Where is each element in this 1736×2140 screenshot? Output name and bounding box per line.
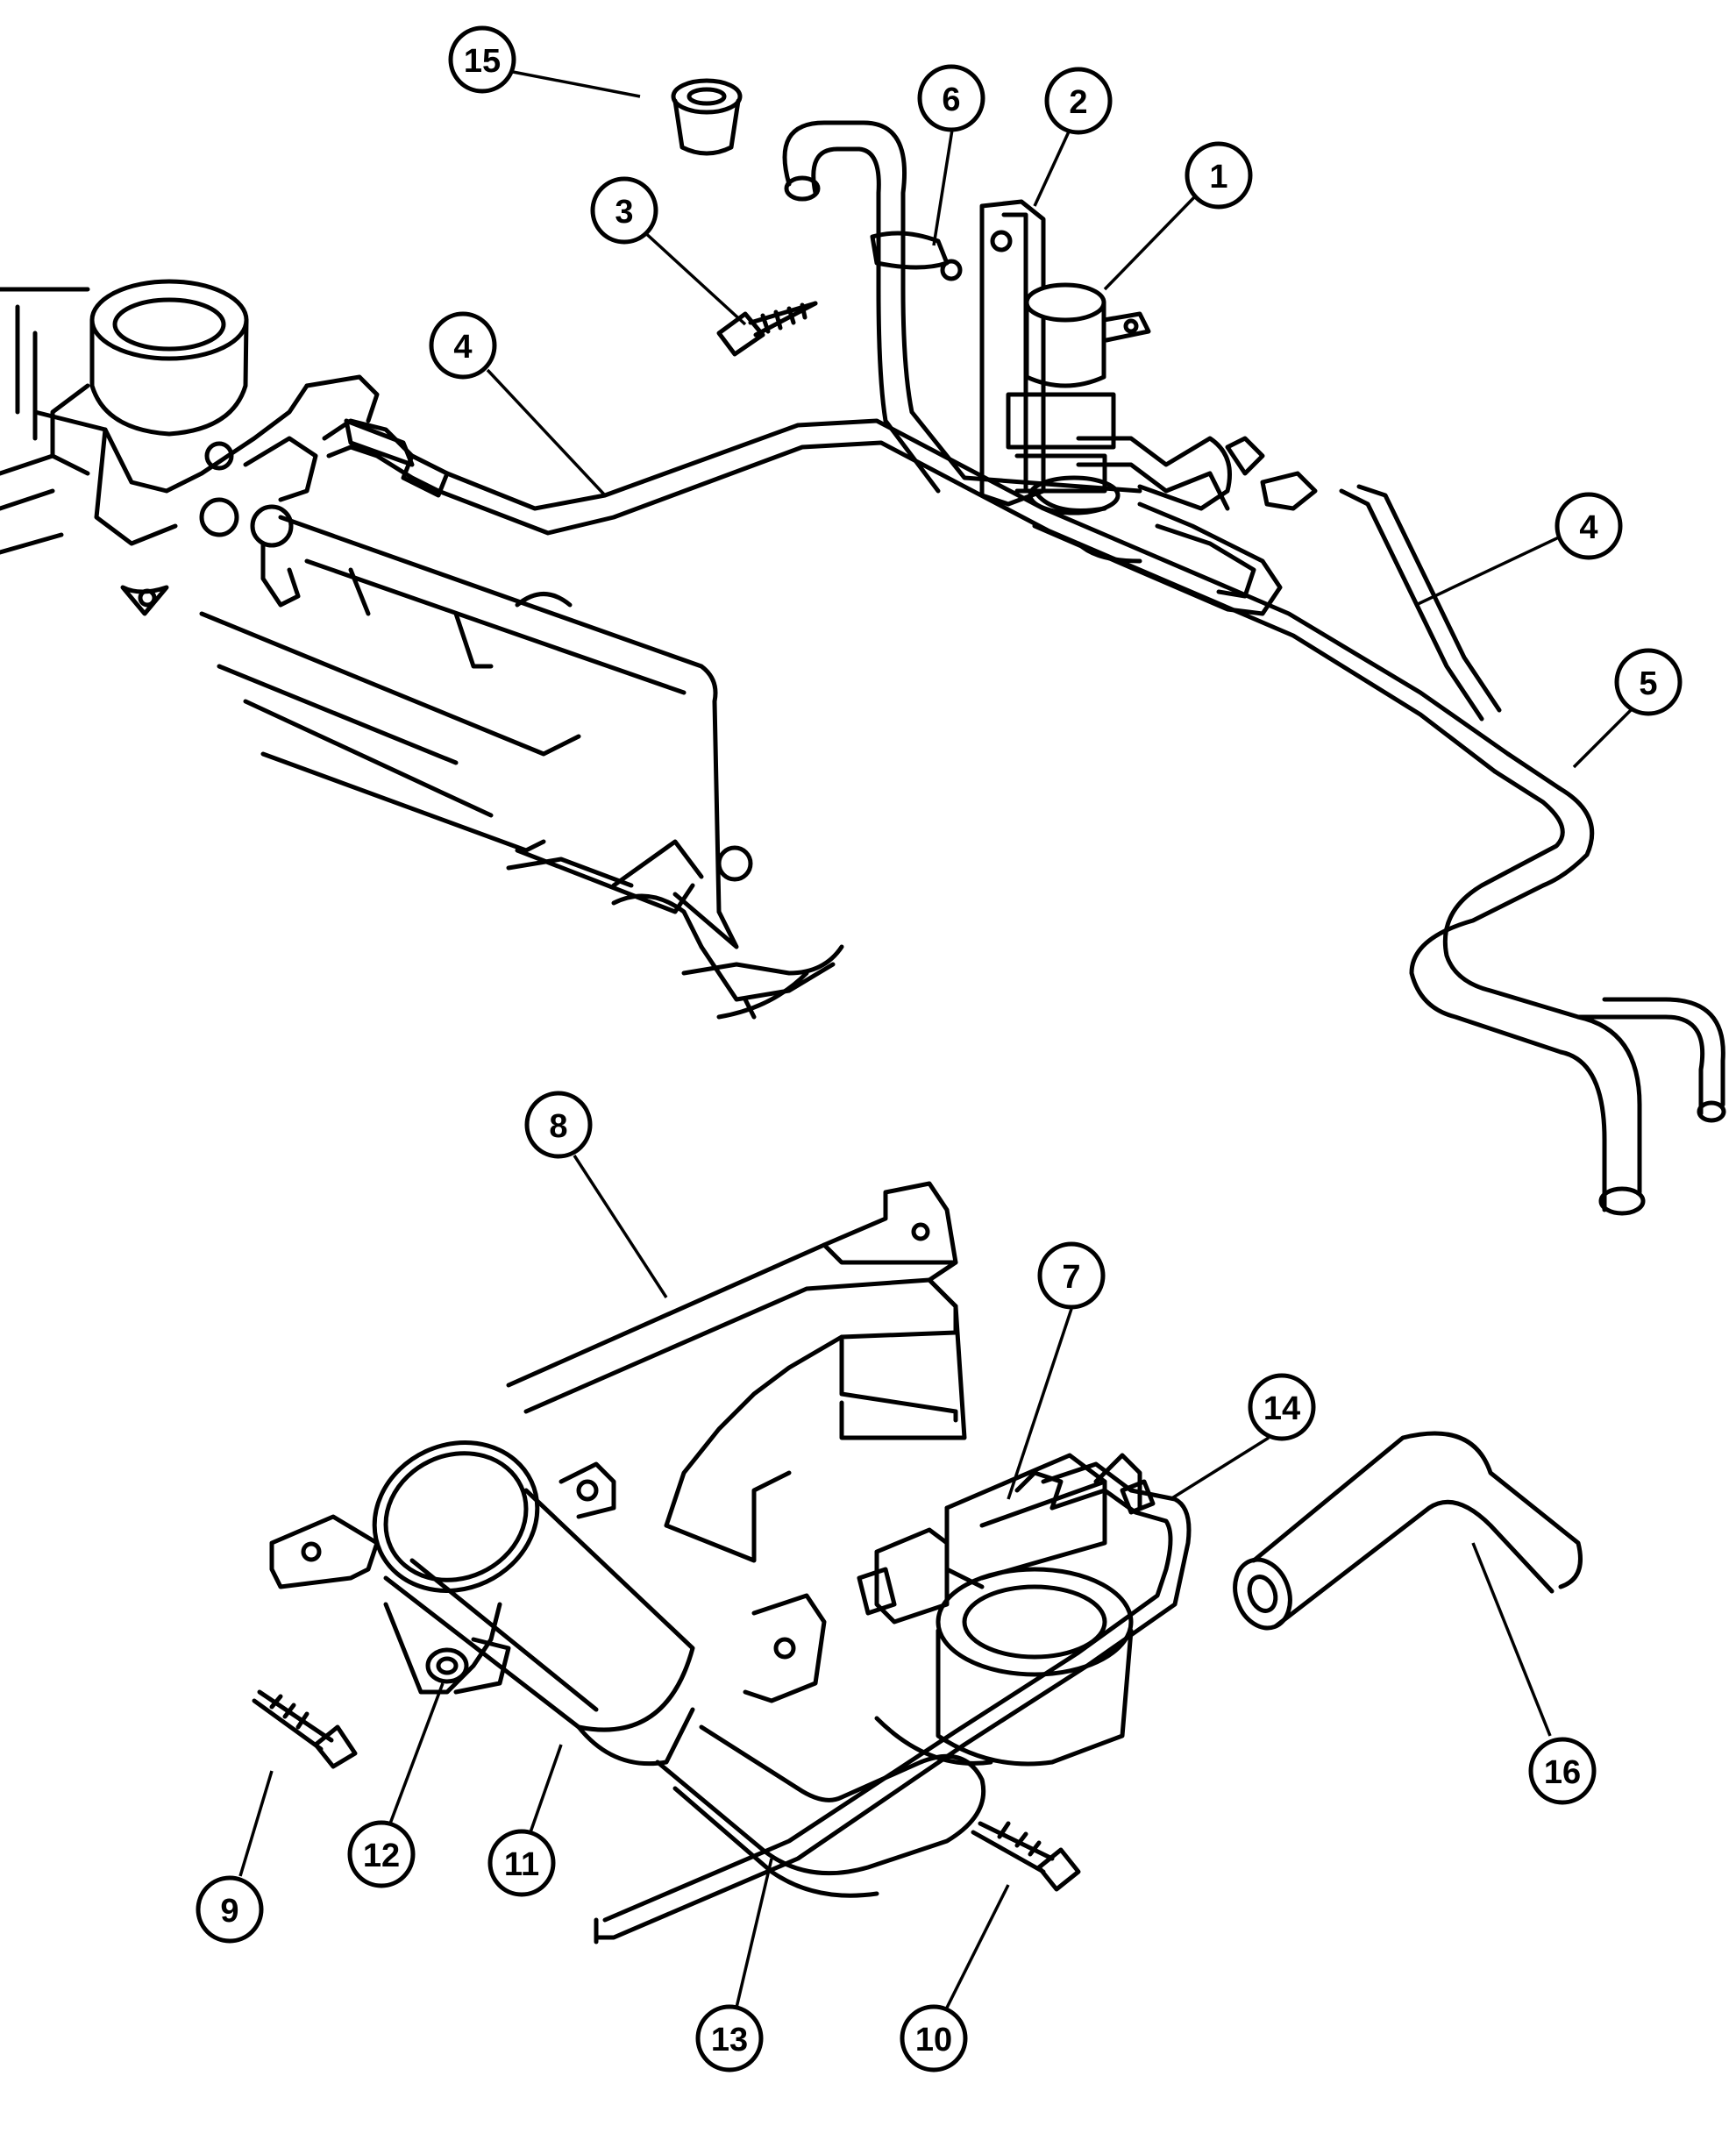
callout-5-label: 5 [1639, 665, 1657, 702]
callout-9: 9 [196, 1875, 264, 1944]
callout-15: 15 [448, 25, 516, 94]
callout-11: 11 [487, 1829, 556, 1897]
callout-11-label: 11 [504, 1846, 539, 1883]
screw-3 [716, 301, 818, 357]
mount-12 [383, 1602, 511, 1695]
bracket-8 [506, 1181, 967, 1563]
callout-8-label: 8 [549, 1108, 567, 1145]
callout-7-label: 7 [1062, 1259, 1080, 1296]
callout-2: 2 [1044, 67, 1113, 135]
callout-13: 13 [695, 2004, 764, 2072]
callout-9-label: 9 [220, 1893, 238, 1930]
callout-8: 8 [524, 1091, 593, 1159]
callout-1-label: 1 [1209, 159, 1227, 196]
callout-6: 6 [917, 64, 985, 132]
grommet-15 [671, 78, 743, 156]
vacuum-line-14 [594, 1461, 1192, 1944]
callout-4a-label: 4 [453, 329, 472, 366]
callout-12: 12 [347, 1820, 416, 1888]
callout-13-label: 13 [711, 2022, 748, 2058]
callout-16-label: 16 [1544, 1754, 1581, 1791]
callout-2-label: 2 [1069, 84, 1087, 121]
canister-11 [372, 1440, 695, 1767]
callout-4b-label: 4 [1579, 509, 1597, 546]
throttle-body [0, 279, 380, 616]
callout-5: 5 [1614, 648, 1683, 716]
intake-manifold [199, 515, 844, 1020]
leader-lines [238, 70, 1633, 2008]
callout-12-label: 12 [363, 1838, 400, 1874]
callout-15-label: 15 [464, 43, 501, 80]
callout-14-label: 14 [1263, 1390, 1300, 1427]
callout-4a: 4 [429, 311, 497, 380]
hose-6 [782, 120, 1142, 494]
callout-3: 3 [590, 176, 658, 245]
screw-9 [252, 1689, 358, 1769]
callout-3-label: 3 [615, 194, 633, 231]
callout-4b: 4 [1555, 492, 1623, 560]
screw-10 [971, 1821, 1081, 1892]
callout-6-label: 6 [942, 82, 960, 118]
side-bracket [269, 1461, 827, 1703]
callout-1: 1 [1185, 141, 1253, 210]
callout-16: 16 [1528, 1737, 1597, 1805]
hose-16 [1233, 1431, 1583, 1631]
callout-14: 14 [1248, 1373, 1316, 1441]
bracket-2 [979, 199, 1046, 507]
solenoid-valve-1 [1006, 282, 1151, 515]
hose-13 [655, 1724, 986, 1898]
valve-7 [857, 1453, 1142, 1767]
callout-7: 7 [1037, 1241, 1106, 1310]
callout-10-label: 10 [915, 2022, 952, 2058]
hose-5 [1032, 436, 1726, 1216]
callout-10: 10 [900, 2004, 968, 2072]
